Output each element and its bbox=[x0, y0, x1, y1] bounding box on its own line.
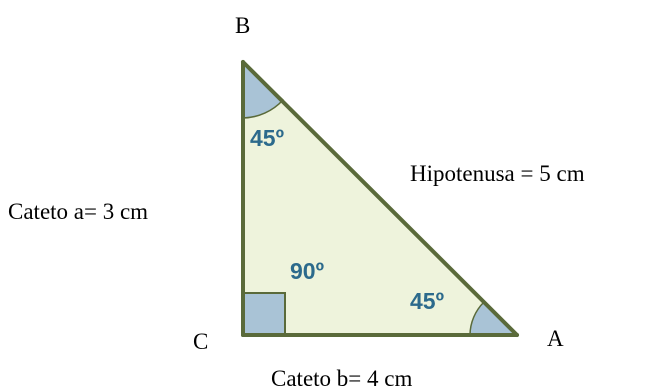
angle-label-c: 90º bbox=[290, 258, 324, 284]
angle-label-a: 45º bbox=[410, 288, 444, 314]
side-hipotenusa bbox=[241, 60, 519, 337]
label-cateto-b: Cateto b= 4 cm bbox=[271, 366, 412, 391]
right-angle-marker-c bbox=[242, 292, 286, 336]
vertex-label-c: C bbox=[193, 329, 208, 354]
label-cateto-a: Cateto a= 3 cm bbox=[8, 199, 148, 224]
vertex-label-a: A bbox=[547, 326, 564, 351]
label-hipotenusa: Hipotenusa = 5 cm bbox=[410, 161, 585, 186]
angle-label-b: 45º bbox=[250, 125, 284, 151]
vertex-label-b: B bbox=[235, 13, 250, 38]
